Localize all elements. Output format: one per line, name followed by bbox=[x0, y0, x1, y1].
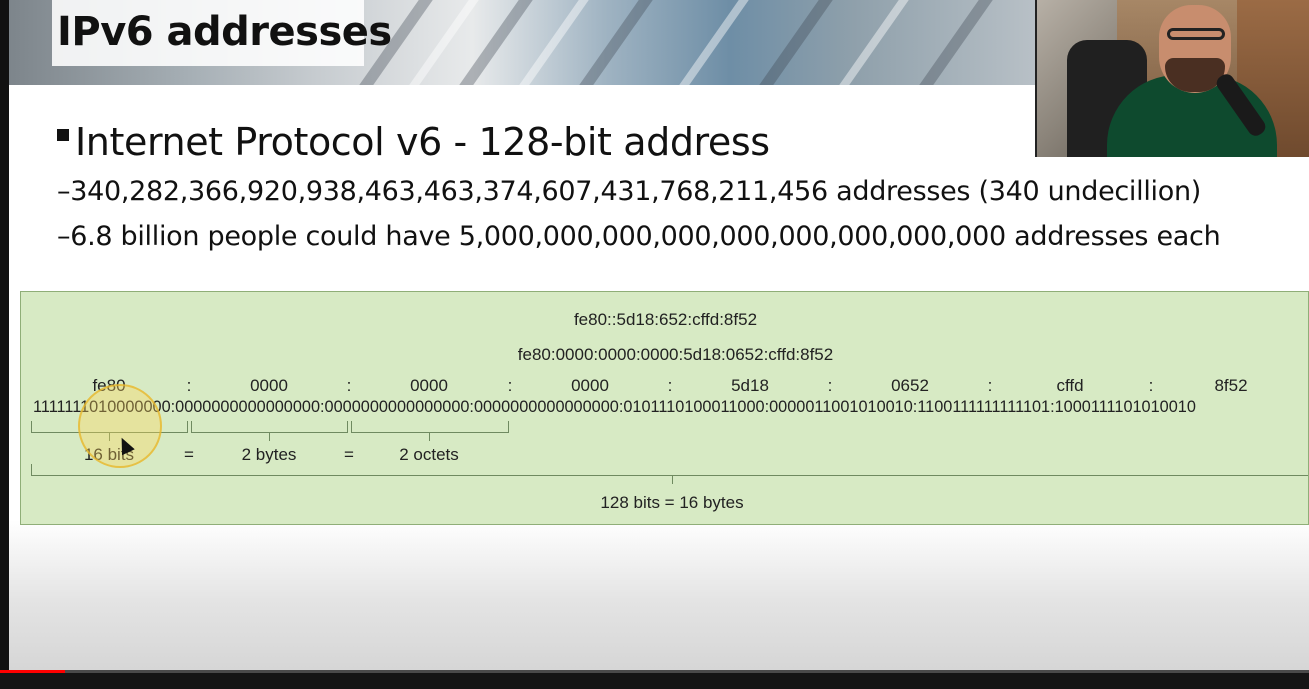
banner-building-stripe bbox=[919, 0, 993, 85]
bracket-128-bits bbox=[31, 464, 1308, 476]
sub-point-addresses: –340,282,366,920,938,463,463,374,607,431… bbox=[57, 176, 1202, 207]
bracket-tick bbox=[429, 433, 430, 441]
banner-building-stripe bbox=[759, 0, 833, 85]
banner-building-stripe bbox=[459, 0, 533, 85]
ipv6-diagram: fe80::5d18:652:cffd:8f52 fe80:0000:0000:… bbox=[20, 291, 1309, 525]
label-equals: = bbox=[184, 445, 194, 464]
label-2-bytes: 2 bytes bbox=[241, 445, 297, 464]
compressed-address: fe80::5d18:652:cffd:8f52 bbox=[573, 310, 758, 329]
presenter-webcam bbox=[1035, 0, 1309, 157]
hextet-label: 5d18 bbox=[731, 376, 769, 395]
bracket-2-bytes bbox=[191, 421, 348, 433]
hextet-separator: : bbox=[186, 376, 192, 395]
expanded-address: fe80:0000:0000:0000:5d18:0652:cffd:8f52 bbox=[517, 345, 834, 364]
bullet-square-icon bbox=[57, 129, 69, 141]
label-2-octets: 2 octets bbox=[399, 445, 459, 464]
hextet-label: 8f52 bbox=[1214, 376, 1248, 395]
presenter-glasses bbox=[1167, 28, 1225, 40]
label-total-bits: 128 bits = 16 bytes bbox=[600, 493, 744, 512]
bracket-tick bbox=[672, 476, 673, 484]
banner-building-stripe bbox=[679, 0, 749, 85]
progress-fill bbox=[0, 670, 66, 673]
hextet-separator: : bbox=[507, 376, 513, 395]
hextet-separator: : bbox=[1148, 376, 1154, 395]
hextet-label: cffd bbox=[1056, 376, 1084, 395]
hextet-separator: : bbox=[667, 376, 673, 395]
hextet-label: 0000 bbox=[571, 376, 609, 395]
banner-building-stripe bbox=[579, 0, 653, 85]
left-edge bbox=[0, 0, 9, 689]
hextet-label: 0000 bbox=[410, 376, 448, 395]
sub-point-people: –6.8 billion people could have 5,000,000… bbox=[57, 221, 1221, 252]
banner-building-stripe bbox=[839, 0, 909, 85]
hextet-separator: : bbox=[827, 376, 833, 395]
presenter-beard bbox=[1165, 58, 1225, 92]
bracket-2-octets bbox=[351, 421, 509, 433]
hextet-separator: : bbox=[346, 376, 352, 395]
hextet-label: 0000 bbox=[250, 376, 288, 395]
hextet-separator: : bbox=[987, 376, 993, 395]
slide-title: IPv6 addresses bbox=[57, 9, 392, 55]
hextet-label: 0652 bbox=[891, 376, 929, 395]
title-backdrop bbox=[52, 0, 364, 66]
progress-bar[interactable] bbox=[0, 670, 1309, 673]
binary-address: 1111111010000000:0000000000000000:000000… bbox=[33, 398, 1196, 416]
label-equals: = bbox=[344, 445, 354, 464]
banner-building-stripe bbox=[519, 0, 589, 85]
cursor-highlight bbox=[78, 384, 162, 468]
main-bullet-text: Internet Protocol v6 - 128-bit address bbox=[75, 120, 770, 164]
player-controls-bar[interactable] bbox=[0, 670, 1309, 689]
bracket-tick bbox=[269, 433, 270, 441]
main-bullet: Internet Protocol v6 - 128-bit address bbox=[57, 120, 770, 164]
